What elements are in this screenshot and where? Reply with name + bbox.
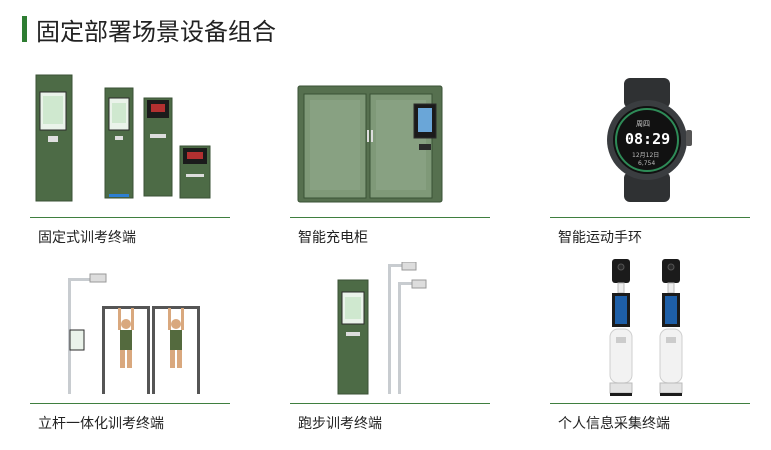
smartwatch-icon	[607, 78, 692, 202]
product-card-info-kiosk[interactable]: 个人信息采集终端	[550, 255, 750, 437]
product-card-charging-cabinet[interactable]: 智能充电柜	[290, 70, 490, 246]
watch-sub-text: 12月12日	[632, 152, 660, 159]
watch-bottom-text: 6,754	[638, 160, 656, 167]
product-label: 个人信息采集终端	[558, 416, 670, 432]
page-title: 固定部署场景设备组合	[36, 18, 276, 46]
product-label: 智能运动手环	[558, 230, 642, 246]
card-divider	[290, 403, 490, 404]
running-terminal-icon	[337, 262, 427, 395]
fixed-terminal-icon	[35, 74, 211, 202]
athlete-figure-1	[118, 308, 134, 368]
product-label: 立杆一体化训考终端	[38, 416, 164, 432]
card-divider	[290, 217, 490, 218]
product-card-pole-terminal[interactable]: 立杆一体化训考终端	[30, 262, 230, 437]
pole-pullup-terminal-icon	[68, 273, 200, 394]
watch-top-text: 周四	[636, 120, 650, 128]
charging-cabinet-icon	[297, 85, 443, 203]
card-divider	[550, 403, 750, 404]
card-divider	[30, 217, 230, 218]
product-label: 跑步训考终端	[298, 416, 382, 432]
athlete-figure-2	[168, 308, 184, 368]
watch-time: 08:29	[625, 130, 671, 148]
card-divider	[30, 403, 230, 404]
product-card-running-terminal[interactable]: 跑步训考终端	[290, 262, 490, 437]
product-card-smartwatch[interactable]: 周四 08:29 12月12日 6,754 智能运动手环	[550, 70, 750, 246]
kiosk-2	[659, 259, 683, 396]
title-accent-bar	[22, 16, 27, 42]
product-label: 智能充电柜	[298, 230, 368, 246]
product-label: 固定式训考终端	[38, 230, 136, 246]
product-card-fixed-terminal[interactable]: 固定式训考终端	[30, 70, 230, 246]
card-divider	[550, 217, 750, 218]
info-collection-kiosk-icon	[609, 259, 683, 396]
kiosk-1	[609, 259, 633, 396]
